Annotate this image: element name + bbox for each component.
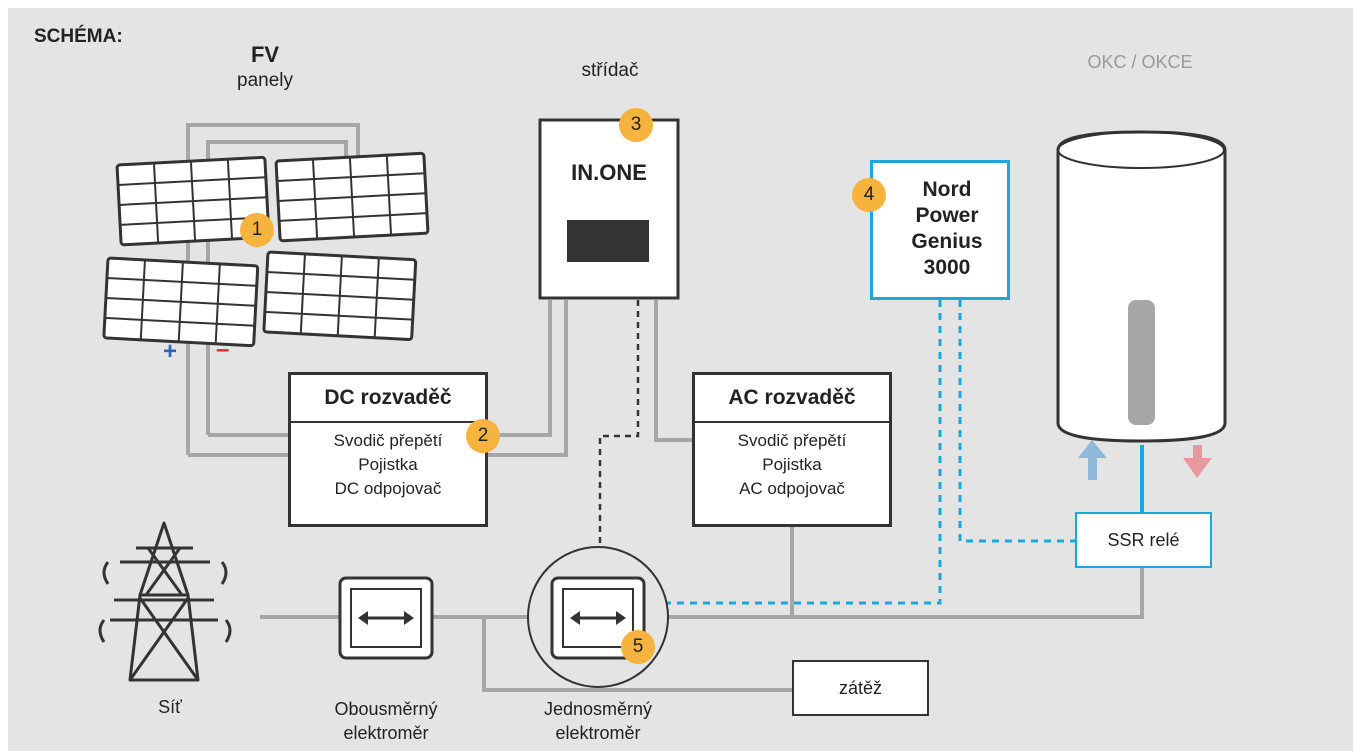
data-lines (664, 300, 1075, 605)
badge-1: 1 (240, 213, 274, 247)
pv-minus-terminal: – (216, 336, 230, 363)
unidirectional-meter-label: Jednosměrný elektroměr (516, 697, 680, 745)
dc-box-item: Svodič přepětí (333, 431, 443, 450)
cold-water-arrow (1078, 440, 1107, 480)
dc-distribution-box: DC rozvaděč Svodič přepětí Pojistka DC o… (288, 372, 488, 527)
meter-label-line: elektroměr (555, 723, 641, 743)
boiler-caption: OKC / OKCE (1087, 52, 1193, 72)
pv-plus-terminal: + (163, 338, 178, 365)
grid-label: Síť (158, 697, 182, 717)
bidirectional-meter-label: Obousměrný elektroměr (306, 697, 466, 745)
controller-line: Nord (922, 178, 972, 201)
controller-line: 3000 (923, 256, 971, 279)
meter-label-line: Obousměrný (334, 699, 438, 719)
comm-line-inverter (598, 300, 640, 548)
pv-subtitle: panely (237, 70, 293, 91)
badge-4: 4 (852, 178, 886, 212)
inverter-caption: střídač (581, 60, 639, 81)
bidirectional-meter-icon (338, 576, 434, 660)
ac-box-item: Pojistka (762, 455, 822, 474)
ac-box-item: AC odpojovač (739, 479, 845, 498)
dc-box-item: Pojistka (358, 455, 418, 474)
badge-5: 5 (621, 630, 655, 664)
meter-label-line: Jednosměrný (543, 699, 653, 719)
inverter-body (538, 118, 680, 300)
unidirectional-meter-icon (527, 546, 669, 688)
ac-box-title: AC rozvaděč (695, 375, 889, 423)
ssr-relay-box: SSR relé (1075, 512, 1212, 568)
inverter-name: IN.ONE (571, 160, 647, 185)
dc-box-title: DC rozvaděč (291, 375, 485, 423)
meter-label-line: elektroměr (343, 723, 429, 743)
badge-3: 3 (619, 108, 653, 142)
badge-2: 2 (466, 419, 500, 453)
power-controller-box: Nord Power Genius 3000 (870, 160, 1010, 300)
boiler-tank (1056, 130, 1227, 443)
solar-panels (102, 151, 430, 348)
load-box: zátěž (792, 660, 929, 716)
dc-box-item: DC odpojovač (334, 479, 442, 498)
grid-tower-icon (98, 521, 232, 682)
controller-line: Power (915, 204, 979, 227)
hot-water-arrow (1183, 445, 1212, 478)
inverter-display (567, 220, 649, 262)
controller-line: Genius (911, 230, 983, 253)
ac-distribution-box: AC rozvaděč Svodič přepětí Pojistka AC o… (692, 372, 892, 527)
pv-title: FV (250, 42, 280, 67)
diagram-title: SCHÉMA: (34, 26, 123, 47)
ac-box-item: Svodič přepětí (737, 431, 847, 450)
